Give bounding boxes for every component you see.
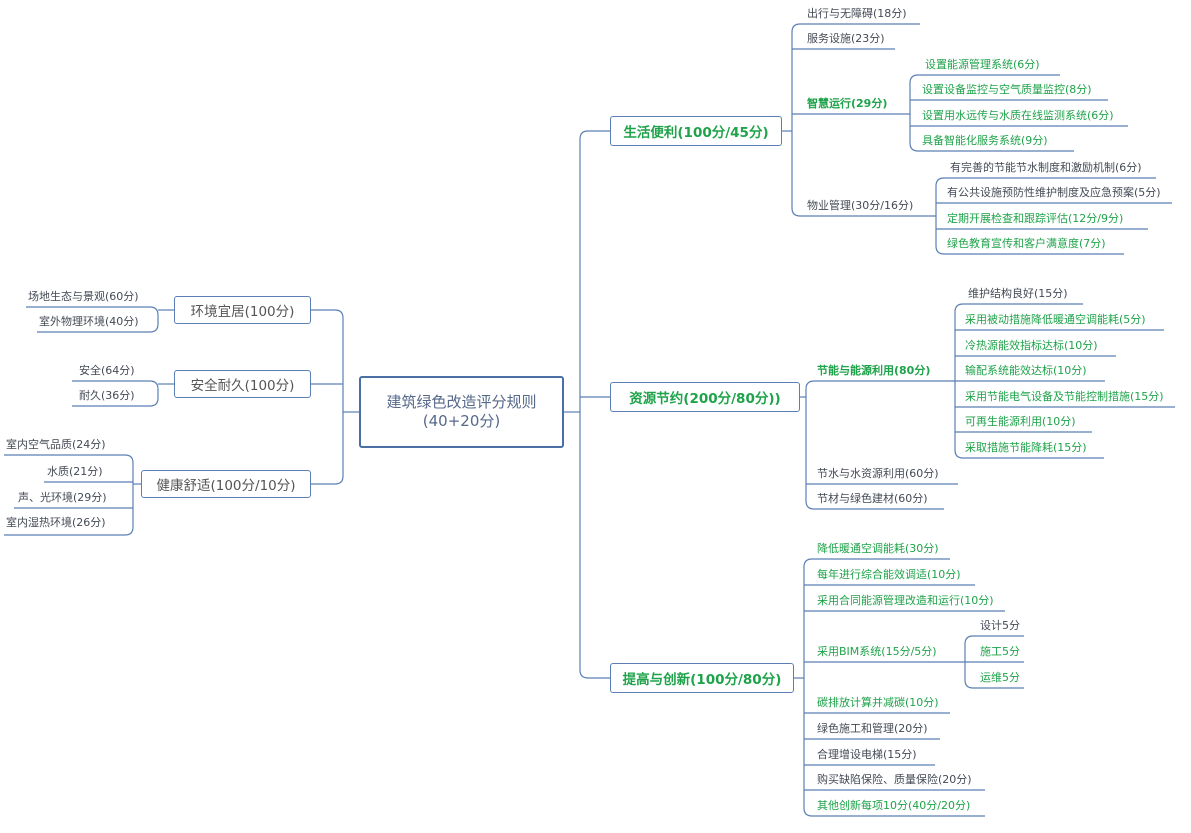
property-item[interactable]: 绿色教育宣传和客户满意度(7分) (947, 237, 1106, 250)
resource-material[interactable]: 节材与绿色建材(60分) (817, 492, 928, 505)
connector (37, 323, 159, 333)
innovation-item[interactable]: 每年进行综合能效调适(10分) (817, 568, 961, 581)
innovation-item[interactable]: 合理增设电梯(15分) (817, 748, 917, 761)
property-item[interactable]: 有公共设施预防性维护制度及应急预案(5分) (947, 186, 1161, 199)
safety-item[interactable]: 安全(64分) (79, 364, 135, 377)
root-subtitle: (40+20分) (422, 412, 501, 430)
life-smart[interactable]: 智慧运行(29分) (807, 97, 888, 110)
connector (935, 177, 1156, 187)
energy-item[interactable]: 冷热源能效指标达标(10分) (965, 339, 1098, 352)
connector (805, 380, 955, 390)
energy-item[interactable]: 采用节能电气设备及节能控制措施(15分) (965, 390, 1164, 403)
branch-health[interactable]: 健康舒适(100分/10分) (141, 470, 311, 498)
property-item[interactable]: 定期开展检查和跟踪评估(12分/9分) (947, 212, 1124, 225)
resource-energy[interactable]: 节能与能源利用(80分) (817, 364, 931, 377)
health-item[interactable]: 声、光环境(29分) (18, 491, 107, 504)
branch-resource[interactable]: 资源节约(200分/80分)) (610, 382, 800, 412)
innovation-item[interactable]: 绿色施工和管理(20分) (817, 722, 928, 735)
energy-item[interactable]: 输配系统能效达标(10分) (965, 364, 1087, 377)
connector (805, 500, 944, 510)
life-travel[interactable]: 出行与无障碍(18分) (807, 7, 907, 20)
smart-item[interactable]: 设置设备监控与空气质量监控(8分) (922, 83, 1092, 96)
connector (791, 23, 920, 33)
innovation-item[interactable]: 购买缺陷保险、质量保险(20分) (817, 773, 972, 786)
env-item[interactable]: 室外物理环境(40分) (39, 315, 139, 328)
connector (803, 558, 950, 568)
branch-env[interactable]: 环境宜居(100分) (174, 296, 311, 324)
life-service[interactable]: 服务设施(23分) (807, 32, 885, 45)
property-item[interactable]: 有完善的节能节水制度和激励机制(6分) (950, 161, 1142, 174)
health-item[interactable]: 水质(21分) (47, 465, 103, 478)
connector (954, 303, 1083, 313)
connector (964, 679, 1024, 689)
energy-item[interactable]: 可再生能源利用(10分) (965, 415, 1076, 428)
connector (803, 807, 985, 817)
connector (579, 669, 610, 679)
connector (311, 475, 344, 485)
resource-water[interactable]: 节水与水资源利用(60分) (817, 467, 939, 480)
branch-innovation[interactable]: 提高与创新(100分/80分) (610, 663, 794, 693)
innovation-item[interactable]: 其他创新每项10分(40分/20分) (817, 799, 971, 812)
smart-item[interactable]: 设置能源管理系统(6分) (925, 58, 1040, 71)
connector (579, 130, 610, 140)
bim-item[interactable]: 设计5分 (980, 619, 1020, 632)
life-property[interactable]: 物业管理(30分/16分) (807, 199, 914, 212)
connector (311, 309, 344, 319)
innovation-item[interactable]: 碳排放计算并减碳(10分) (817, 696, 939, 709)
bim-item[interactable]: 施工5分 (980, 645, 1020, 658)
safety-item[interactable]: 耐久(36分) (79, 389, 135, 402)
innovation-item[interactable]: 降低暖通空调能耗(30分) (817, 542, 939, 555)
connector (954, 449, 1104, 459)
connector (964, 635, 1024, 645)
root-title: 建筑绿色改造评分规则 (386, 392, 537, 411)
connector (72, 380, 159, 390)
innovation-bim[interactable]: 采用BIM系统(15分/5分) (817, 645, 937, 658)
connector (909, 142, 1074, 152)
connector (935, 245, 1124, 255)
root-node[interactable]: 建筑绿色改造评分规则 (40+20分) (359, 376, 564, 448)
health-item[interactable]: 室内湿热环境(26分) (6, 516, 106, 529)
connector (909, 74, 1060, 84)
smart-item[interactable]: 设置用水远传与水质在线监测系统(6分) (922, 109, 1114, 122)
connector (72, 397, 159, 407)
bim-item[interactable]: 运维5分 (980, 671, 1020, 684)
connector (4, 454, 134, 464)
connector (26, 306, 159, 316)
energy-item[interactable]: 维护结构良好(15分) (968, 287, 1068, 300)
branch-life[interactable]: 生活便利(100分/45分) (610, 116, 782, 146)
energy-item[interactable]: 采取措施节能降耗(15分) (965, 441, 1087, 454)
env-item[interactable]: 场地生态与景观(60分) (28, 290, 139, 303)
health-item[interactable]: 室内空气品质(24分) (6, 438, 106, 451)
energy-item[interactable]: 采用被动措施降低暖通空调能耗(5分) (965, 313, 1146, 326)
connector (791, 207, 936, 217)
smart-item[interactable]: 具备智能化服务系统(9分) (922, 134, 1048, 147)
innovation-item[interactable]: 采用合同能源管理改造和运行(10分) (817, 594, 994, 607)
connector (4, 526, 134, 536)
branch-safety[interactable]: 安全耐久(100分) (174, 370, 311, 398)
